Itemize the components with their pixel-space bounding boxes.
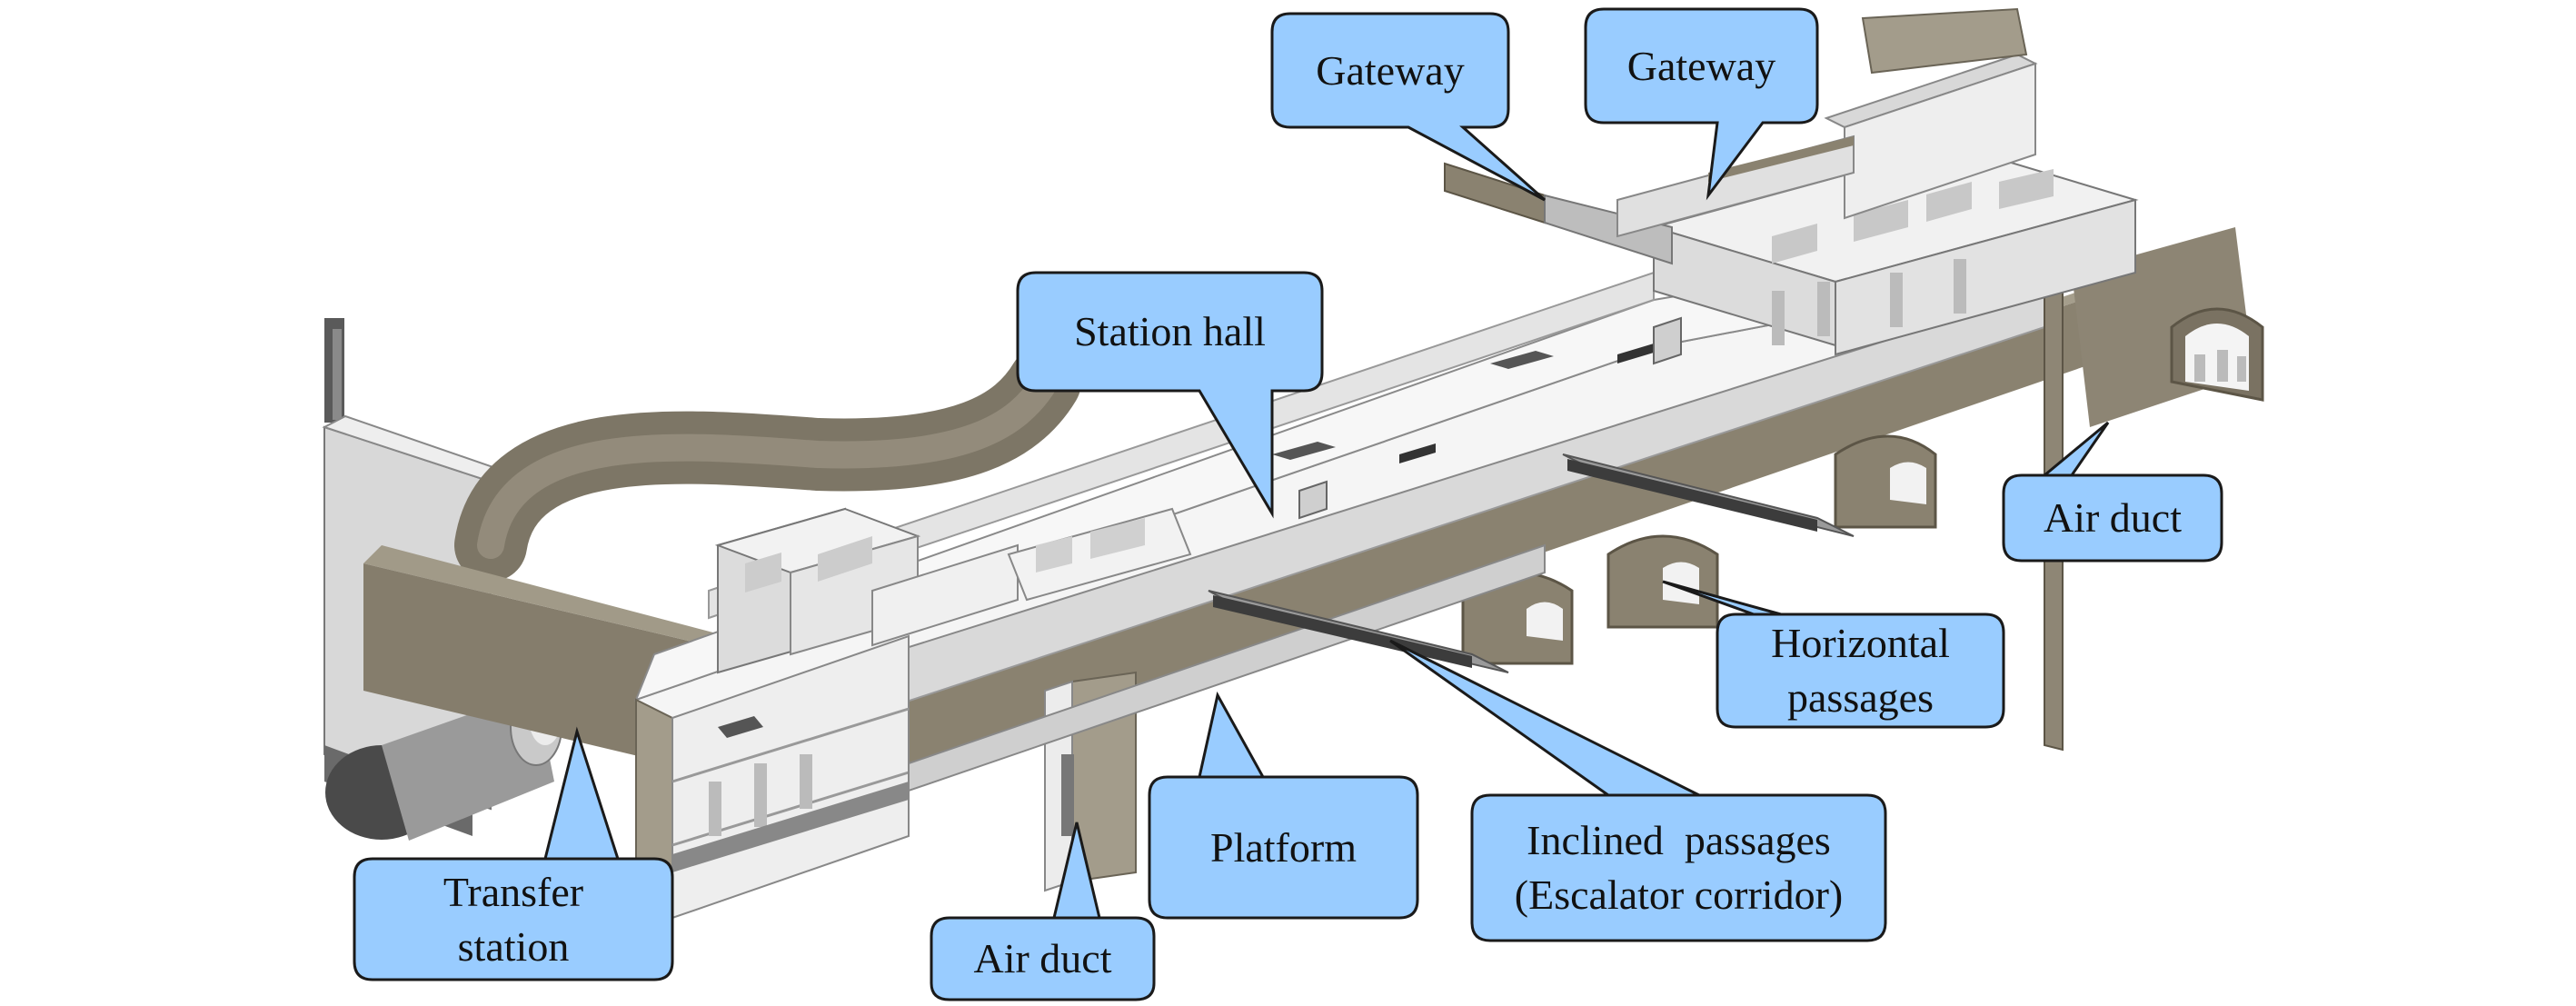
label-inclined-passages: Inclined passages (Escalator corridor): [1472, 795, 1885, 941]
label-inclined-passages-line1: Inclined passages: [1527, 817, 1831, 864]
callout-platform: [1148, 691, 1419, 920]
callout-gateway-right: [1584, 7, 1819, 201]
equipment-rooms-right: [1444, 7, 2139, 356]
label-horizontal-passages-line1: Horizontal: [1771, 620, 1950, 667]
callout-inclined-passages: [1389, 639, 1887, 942]
label-gateway-right: Gateway: [1586, 9, 1817, 123]
horizontal-passage-arches: [1461, 434, 1937, 665]
callout-air-duct-right: [2002, 421, 2223, 563]
station-box: [634, 266, 2064, 920]
label-station-hall-text: Station hall: [1074, 308, 1266, 355]
label-air-duct-right: Air duct: [2004, 475, 2222, 561]
label-transfer-station-line2: station: [457, 922, 570, 970]
callout-transfer-station: [353, 726, 674, 981]
callout-horizontal-passages: [1662, 580, 2005, 729]
escalator-corridors: [718, 316, 1855, 738]
label-gateway-left: Gateway: [1272, 14, 1508, 127]
label-air-duct-right-text: Air duct: [2043, 494, 2182, 542]
label-gateway-right-text: Gateway: [1626, 42, 1776, 89]
label-platform-text: Platform: [1210, 823, 1357, 871]
callout-station-hall: [1016, 271, 1324, 519]
label-station-hall: Station hall: [1018, 273, 1322, 391]
label-transfer-station-line1: Transfer: [443, 868, 584, 915]
callout-gateway-left: [1270, 12, 1546, 202]
label-gateway-left-text: Gateway: [1316, 46, 1465, 94]
equipment-rooms-left: [714, 507, 1192, 674]
label-inclined-passages-line2: (Escalator corridor): [1514, 872, 1844, 918]
label-platform: Platform: [1149, 777, 1417, 918]
label-horizontal-passages-line2: passages: [1787, 674, 1934, 721]
label-air-duct-bottom: Air duct: [931, 918, 1154, 1000]
label-transfer-station: Transfer station: [354, 859, 672, 980]
callout-air-duct-bottom: [930, 822, 1156, 1001]
label-horizontal-passages: Horizontal passages: [1717, 614, 2004, 727]
label-air-duct-bottom-text: Air duct: [973, 935, 1112, 982]
